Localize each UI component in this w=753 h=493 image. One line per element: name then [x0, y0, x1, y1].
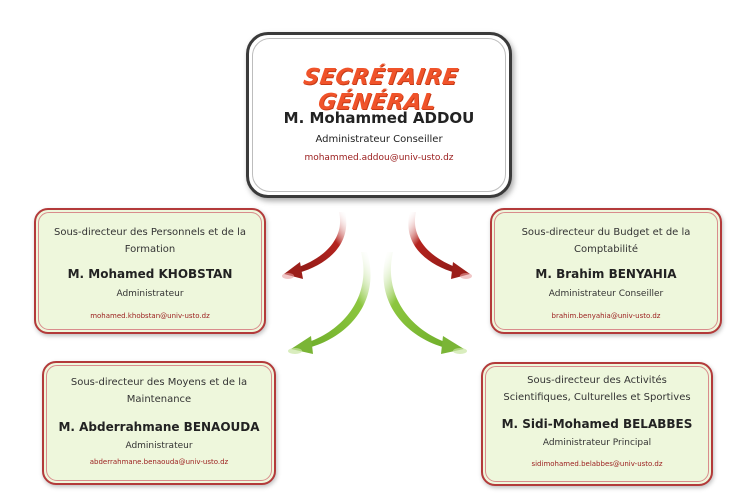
moyens-title: Sous-directeur des Moyens et de la Maint… — [70, 377, 248, 405]
secretary-general-card: SECRÉTAIRE GÉNÉRAL M. Mohammed ADDOU Adm… — [246, 32, 512, 198]
budget-role: Administrateur Conseiller — [548, 289, 664, 299]
budget-email[interactable]: brahim.benyahia@univ-usto.dz — [551, 312, 661, 320]
activites-name: M. Sidi-Mohamed BELABBES — [501, 417, 693, 431]
budget-name: M. Brahim BENYAHIA — [535, 267, 677, 281]
moyens-card: Sous-directeur des Moyens et de la Maint… — [42, 361, 276, 485]
personnel-name: M. Mohamed KHOBSTAN — [67, 267, 233, 281]
budget-card: Sous-directeur du Budget et de la Compta… — [490, 208, 722, 334]
moyens-role: Administrateur — [125, 441, 193, 451]
main-name: M. Mohammed ADDOU — [283, 109, 475, 127]
personnel-title: Sous-directeur des Personnels et de la F… — [54, 227, 246, 255]
arrow-to-moyens — [288, 252, 371, 354]
personnel-card: Sous-directeur des Personnels et de la F… — [34, 208, 266, 334]
personnel-email[interactable]: mohamed.khobstan@univ-usto.dz — [90, 312, 210, 320]
moyens-email[interactable]: abderrahmane.benaouda@univ-usto.dz — [89, 458, 229, 466]
activites-card: Sous-directeur des Activités Scientifiqu… — [481, 362, 713, 486]
activites-role: Administrateur Principal — [542, 438, 652, 448]
activites-title: Sous-directeur des Activités Scientifiqu… — [503, 375, 691, 403]
main-title: SECRÉTAIRE GÉNÉRAL — [301, 65, 460, 115]
activites-email[interactable]: sidimohamed.belabbes@univ-usto.dz — [531, 460, 663, 468]
arrow-to-personnel — [282, 212, 347, 279]
moyens-name: M. Abderrahmane BENAOUDA — [58, 420, 260, 434]
main-email[interactable]: mohammed.addou@univ-usto.dz — [304, 153, 454, 163]
main-role: Administrateur Conseiller — [315, 134, 443, 145]
arrow-to-activites — [383, 252, 467, 354]
personnel-role: Administrateur — [116, 289, 184, 299]
budget-title: Sous-directeur du Budget et de la Compta… — [521, 227, 691, 255]
arrow-to-budget — [408, 212, 472, 279]
